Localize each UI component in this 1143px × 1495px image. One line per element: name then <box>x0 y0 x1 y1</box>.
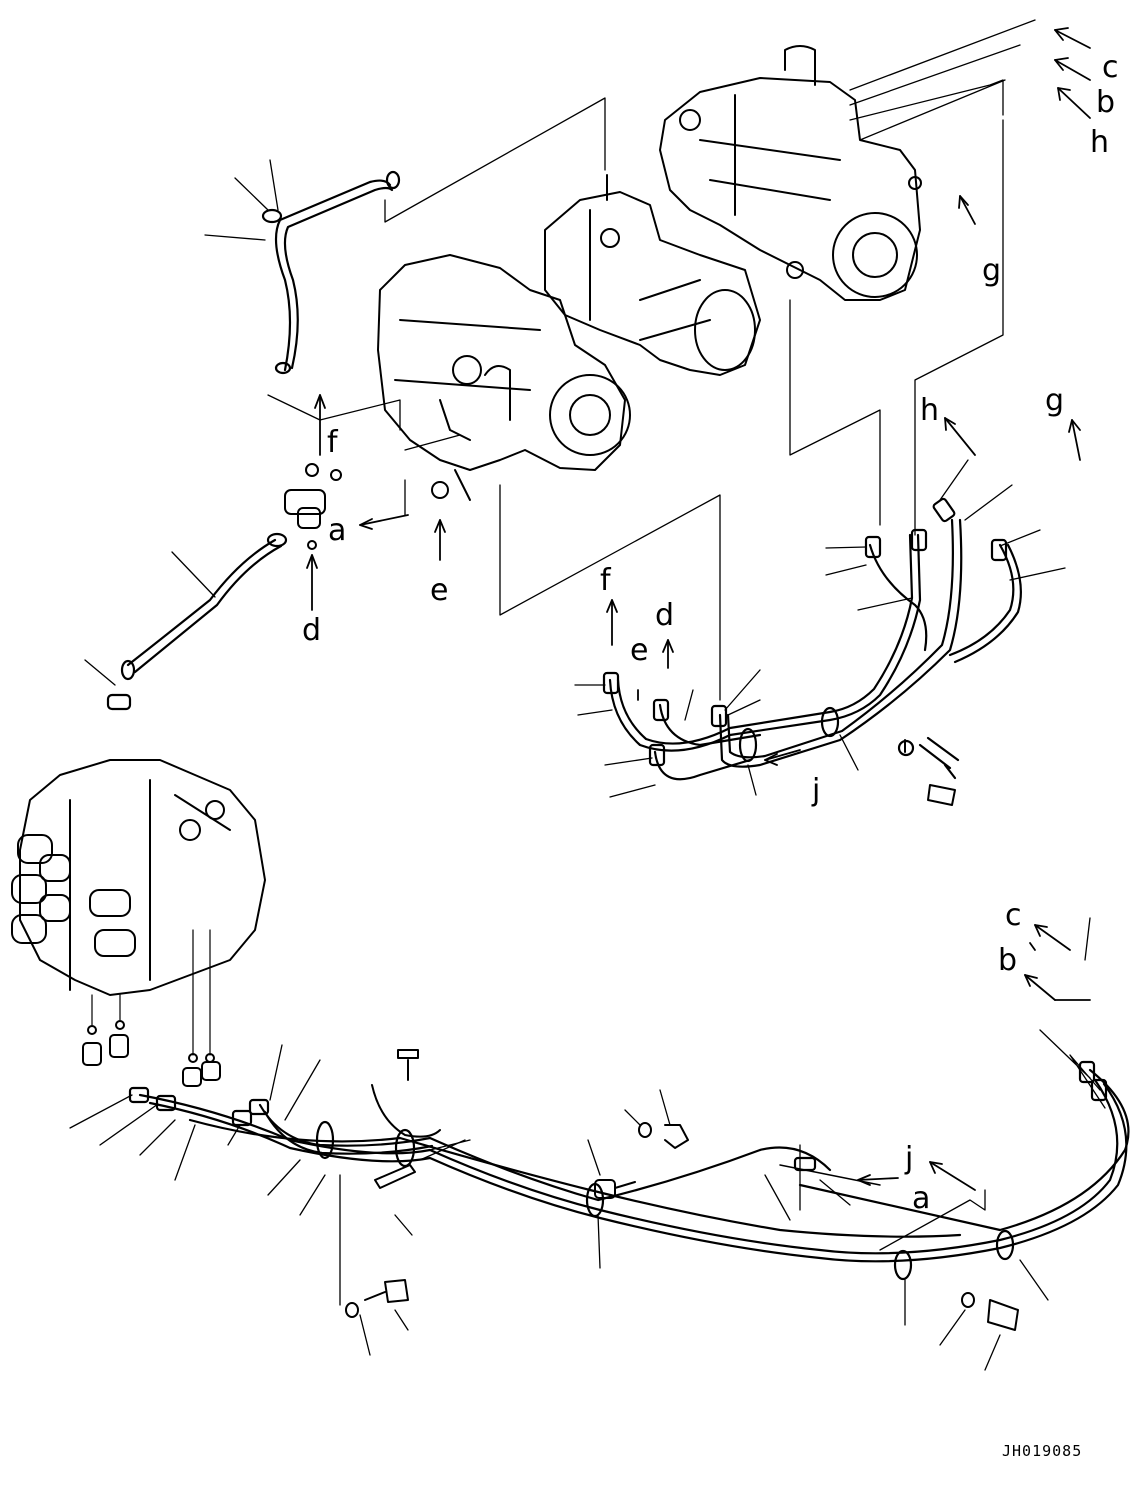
label-h-right: h <box>920 393 939 428</box>
label-j-mid: j <box>811 773 820 808</box>
label-e-mid: e <box>630 633 648 668</box>
label-d-mid: d <box>655 598 674 633</box>
label-g-upper: g <box>982 253 1001 288</box>
label-d-left: d <box>302 613 321 648</box>
valve-fittings <box>82 929 221 1087</box>
label-e-left: e <box>430 573 448 608</box>
label-j-lower: j <box>904 1141 913 1176</box>
label-a-upper: a <box>328 513 346 548</box>
label-h-upper: h <box>1090 125 1109 160</box>
label-g-right: g <box>1045 383 1064 418</box>
callout-letters: c b h g h g f a e d f e d j c b j a <box>302 50 1119 1216</box>
label-c-lower: c <box>1005 898 1022 933</box>
upper-hose-bundle <box>602 497 1022 781</box>
lower-left-hose <box>106 532 288 711</box>
label-b-lower: b <box>998 943 1017 978</box>
label-a-lower: a <box>912 1181 930 1216</box>
label-c-upper: c <box>1102 50 1119 85</box>
label-b-upper: b <box>1096 85 1115 120</box>
lower-hose-bundle <box>128 1060 1130 1281</box>
label-f-left: f <box>327 425 339 460</box>
control-valve <box>11 759 266 996</box>
drawing-code: JH019085 <box>1002 1442 1082 1460</box>
leader-lines <box>69 159 1106 1371</box>
label-f-mid: f <box>600 563 612 598</box>
main-pump-middle <box>544 174 761 376</box>
main-pump-upper-right <box>659 45 922 301</box>
main-pump-left <box>377 254 631 501</box>
connection-lines <box>267 19 1036 1306</box>
upper-left-hose <box>261 170 401 375</box>
tee-fitting <box>284 463 342 550</box>
callout-arrows <box>306 27 1091 1191</box>
hardware <box>345 739 1019 1331</box>
